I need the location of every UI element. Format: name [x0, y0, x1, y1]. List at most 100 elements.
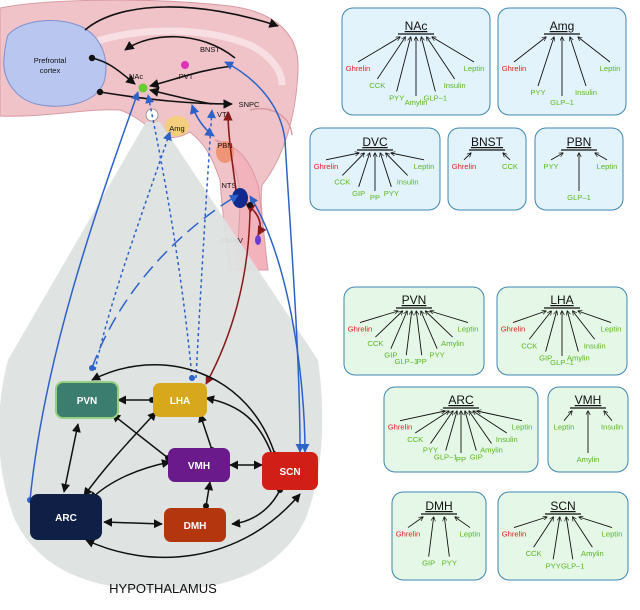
pvn-to-amg: [94, 131, 172, 371]
nts-region: [232, 188, 248, 208]
panel-scn-arrow-4: [573, 517, 593, 548]
vta-label: VTA: [217, 110, 231, 119]
panel-pbn-hormone-2: Leptin: [597, 162, 618, 171]
vmh-nucleus-label: VMH: [188, 461, 210, 472]
panel-scn-arrow-5: [579, 517, 613, 528]
hypothalamic-circuit: [61, 364, 301, 559]
panel-amg-hormone-1: PYY: [530, 88, 545, 97]
vmh-nucleus: [168, 448, 230, 482]
panel-pvn-arrow-2: [390, 311, 407, 349]
panel-arc-hormone-7: Insulin: [496, 435, 518, 444]
vmh-to-lha: [198, 413, 215, 453]
panel-arc-arrow-3: [445, 411, 457, 451]
panel-pvn-title: PVN: [402, 293, 427, 307]
panel-nac-arrow-5: [427, 37, 456, 80]
panel-pvn-arrow-3: [405, 311, 411, 356]
panel-lha-hormone-6: Leptin: [601, 325, 622, 334]
panel-arc-arrow-1: [415, 411, 449, 434]
panel-lha-hormone-1: CCK: [521, 341, 537, 350]
pathway-bnst-nac: [149, 65, 233, 89]
panel-arc-hormone-5: GIP: [470, 453, 483, 462]
pvn-nucleus-label: PVN: [77, 396, 98, 407]
panel-arc-arrow-0: [399, 411, 445, 422]
panel-dvc-hormone-5: Insulin: [397, 177, 419, 186]
panel-scn-arrow-3: [566, 517, 574, 560]
panel-scn-hormone-3: GLP–1: [561, 561, 585, 570]
panel-amg-hormone-4: Leptin: [600, 64, 621, 73]
panel-dvc-hormone-4: PYY: [384, 189, 399, 198]
panel-lha-hormone-0: Ghrelin: [501, 325, 525, 334]
panel-amg-arrow-0: [513, 37, 546, 63]
panel-scn-box: [497, 491, 629, 581]
panel-scn-arrow-1: [533, 517, 554, 548]
arc-to-scn-bottom: [85, 493, 301, 559]
panel-dvc-arrow-4: [380, 153, 392, 187]
panel-dvc-arrow-1: [342, 153, 364, 176]
panel-nac-title: NAc: [405, 19, 428, 33]
prefrontal-label-text: Prefrontal: [34, 56, 67, 65]
panel-scn-arrow-0: [513, 517, 547, 528]
panel-bnst-arrow-1: [503, 153, 511, 161]
panel-arc-title: ARC: [448, 393, 474, 407]
pathway-top-loop: [124, 35, 236, 59]
panel-dmh-arrow-1: [428, 517, 434, 557]
arc-to-pvn: [61, 423, 81, 493]
panel-amg-arrow-1: [537, 37, 554, 87]
panel-pbn-hormone-1: GLP–1: [567, 193, 591, 202]
panel-lha-arrow-0: [512, 311, 546, 323]
panel-lha-arrow-6: [578, 311, 612, 323]
panel-arc-hormone-1: CCK: [407, 435, 423, 444]
panel-nac-arrow-1: [376, 37, 405, 80]
panel-arc-hormone-8: Leptin: [512, 423, 533, 432]
receptor-panels: NAcGhrelinCCKPYYAmylinGLP–1InsulinLeptin…: [309, 7, 629, 581]
panel-dvc-title: DVC: [362, 135, 388, 149]
scn-to-lha: [205, 395, 276, 461]
panel-dvc-hormone-3: PP: [370, 193, 380, 202]
panel-lha-title: LHA: [550, 293, 573, 307]
lha-nucleus: [153, 383, 207, 417]
panel-bnst-hormone-0: Ghrelin: [452, 162, 476, 171]
pathway-prefrontal-nac: [88, 54, 136, 85]
panel-pvn-hormone-5: PYY: [430, 351, 445, 360]
panel-scn-hormone-4: Amylin: [581, 549, 604, 558]
panel-arc-hormone-3: GLP–1: [434, 453, 458, 462]
panel-scn-hormone-2: PYY: [546, 561, 561, 570]
panel-lha-hormone-4: Amylin: [567, 354, 590, 363]
panel-bnst-hormone-1: CCK: [502, 162, 518, 171]
nts-to-lha: [205, 202, 253, 385]
panel-arc-hormone-4: PP: [456, 455, 466, 464]
panel-vmh-hormone-2: Insulin: [601, 423, 623, 432]
panel-arc-arrow-6: [469, 411, 492, 444]
panel-scn-title: SCN: [550, 499, 575, 513]
panel-scn-hormone-5: Leptin: [602, 530, 623, 539]
panel-arc-arrow-2: [430, 411, 454, 444]
panel-dmh-arrow-3: [455, 517, 471, 528]
dmh-nucleus-label: DMH: [184, 521, 207, 532]
panel-nac-hormone-1: CCK: [369, 81, 385, 90]
panel-lha-arrow-1: [528, 311, 551, 340]
panel-vmh-arrow-0: [563, 411, 572, 421]
panel-dvc-arrow-0: [325, 153, 359, 161]
panel-pvn-arrow-5: [421, 311, 438, 349]
panel-scn-hormone-0: Ghrelin: [502, 530, 526, 539]
panel-lha-hormone-5: Insulin: [584, 341, 606, 350]
panel-vmh-hormone-0: Leptin: [554, 423, 575, 432]
panel-arc-arrow-8: [477, 411, 523, 422]
panel-pvn-arrow-0: [359, 311, 398, 323]
dmnv-region: [255, 235, 261, 245]
panel-pvn-hormone-3: GLP–1: [394, 357, 418, 366]
panel-amg-title: Amg: [550, 19, 575, 33]
bnst-label: BNST: [200, 45, 220, 54]
panel-nac-arrow-0: [357, 37, 400, 63]
scn-nucleus: [262, 452, 318, 490]
panel-dmh-arrow-0: [407, 517, 423, 528]
pathway-top-arc: [84, 6, 279, 31]
